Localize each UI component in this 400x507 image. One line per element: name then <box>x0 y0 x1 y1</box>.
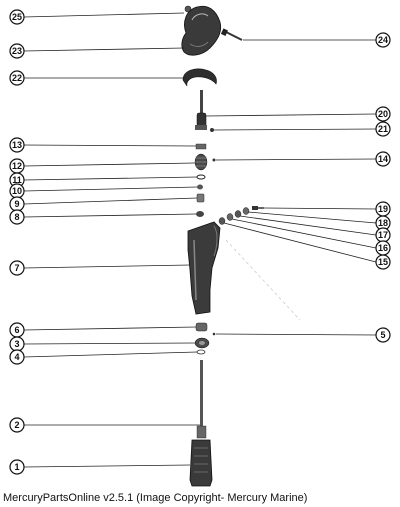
part-21-pin <box>210 128 214 132</box>
callout-15: 15 <box>375 254 391 270</box>
callout-7: 7 <box>9 260 25 276</box>
svg-text:19: 19 <box>378 204 388 214</box>
part-22-clip <box>182 68 217 87</box>
callout-5: 5 <box>375 327 391 343</box>
svg-text:11: 11 <box>12 175 22 185</box>
part-15-washer <box>218 217 226 225</box>
part-13-washer <box>195 143 207 150</box>
part-11-ring <box>196 174 206 180</box>
callout-14: 14 <box>375 151 391 167</box>
part-5-pin <box>212 332 216 336</box>
callout-21: 21 <box>375 121 391 137</box>
part-18-washer <box>242 207 250 215</box>
callout-17: 17 <box>375 227 391 243</box>
svg-text:5: 5 <box>380 330 385 340</box>
part-16-washer <box>226 213 234 221</box>
svg-text:13: 13 <box>12 140 22 150</box>
svg-text:7: 7 <box>14 263 19 273</box>
leader-25 <box>23 12 185 18</box>
svg-text:18: 18 <box>378 218 388 228</box>
svg-text:17: 17 <box>378 230 388 240</box>
copyright-caption: MercuryPartsOnline v2.5.1 (Image Copyrig… <box>3 492 308 504</box>
leader-10 <box>23 186 198 192</box>
svg-text:24: 24 <box>378 35 388 45</box>
leader-11 <box>23 176 198 181</box>
part-1-grip <box>189 439 213 487</box>
callout-2: 2 <box>9 417 25 433</box>
svg-text:22: 22 <box>12 73 22 83</box>
svg-text:25: 25 <box>12 12 22 22</box>
callout-25: 25 <box>9 9 25 25</box>
svg-text:12: 12 <box>12 161 22 171</box>
part-7-shift-lever-housing <box>187 221 301 321</box>
callout-9: 9 <box>9 196 25 212</box>
svg-text:14: 14 <box>378 154 388 164</box>
svg-text:23: 23 <box>12 46 22 56</box>
svg-text:21: 21 <box>378 124 388 134</box>
leader-23 <box>23 47 185 52</box>
leader-17 <box>239 215 377 236</box>
leader-5 <box>215 333 377 336</box>
svg-text:4: 4 <box>14 352 19 362</box>
callout-16: 16 <box>375 240 391 256</box>
leader-16 <box>231 218 377 249</box>
part-3-bushing <box>194 337 210 349</box>
leader-8 <box>23 213 197 218</box>
part-17-washer <box>234 210 242 218</box>
leader-6 <box>23 326 197 331</box>
svg-text:10: 10 <box>12 186 22 196</box>
svg-text:20: 20 <box>378 109 388 119</box>
leader-14 <box>215 158 377 161</box>
leader-9 <box>23 197 198 205</box>
callout-6: 6 <box>9 322 25 338</box>
svg-text:6: 6 <box>14 325 19 335</box>
leader-15 <box>223 222 377 263</box>
part-6-nut <box>195 322 208 332</box>
callout-11: 11 <box>9 172 25 188</box>
leader-1 <box>23 464 191 468</box>
part-9-bushing <box>196 193 205 203</box>
svg-text:9: 9 <box>14 199 19 209</box>
callout-4: 4 <box>9 349 25 365</box>
svg-text:8: 8 <box>14 212 19 222</box>
callout-1: 1 <box>9 459 25 475</box>
svg-text:16: 16 <box>378 243 388 253</box>
callout-3: 3 <box>9 336 25 352</box>
callout-22: 22 <box>9 70 25 86</box>
callout-13: 13 <box>9 137 25 153</box>
part-24-screw <box>220 28 243 41</box>
callout-12: 12 <box>9 158 25 174</box>
part-4-ring <box>196 349 206 355</box>
leader-12 <box>23 162 196 167</box>
svg-text:1: 1 <box>14 462 19 472</box>
leader-20 <box>205 113 377 117</box>
leader-7 <box>23 264 191 269</box>
callout-8: 8 <box>9 209 25 225</box>
part-25-ball <box>184 5 192 13</box>
leader-13 <box>23 144 197 147</box>
part-2-shift-rod <box>196 360 207 439</box>
leader-4 <box>23 351 198 358</box>
leader-18 <box>247 211 377 224</box>
part-19-screw <box>252 206 264 210</box>
part-8-washer <box>196 211 204 217</box>
svg-text:2: 2 <box>14 420 19 430</box>
callout-23: 23 <box>9 43 25 59</box>
callout-10: 10 <box>9 183 25 199</box>
leader-19 <box>263 207 377 210</box>
svg-text:15: 15 <box>378 257 388 267</box>
part-14-pin <box>212 158 216 162</box>
callout-18: 18 <box>375 215 391 231</box>
callout-19: 19 <box>375 201 391 217</box>
part-10-washer <box>197 184 203 190</box>
callout-20: 20 <box>375 106 391 122</box>
leader-21 <box>213 128 377 131</box>
svg-text:3: 3 <box>14 339 19 349</box>
part-23-handle-cap <box>181 5 222 56</box>
part-12-spring <box>194 153 208 171</box>
leader-3 <box>23 342 196 345</box>
callout-24: 24 <box>375 32 391 48</box>
part-20-shift-linkage <box>195 90 207 130</box>
